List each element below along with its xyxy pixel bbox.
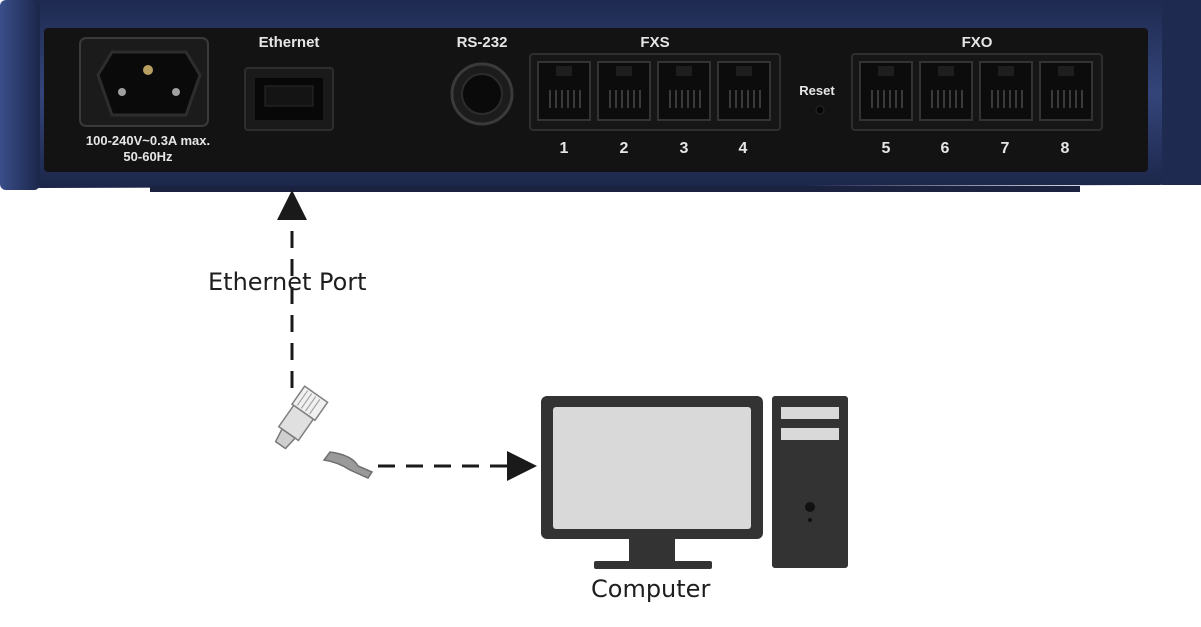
port-number: 4 — [739, 140, 748, 157]
fxs-jack — [537, 61, 591, 121]
fxs-jack — [717, 61, 771, 121]
fxo-jack-latch — [1058, 66, 1074, 76]
fxs-jack — [657, 61, 711, 121]
gateway-device: 100-240V~0.3A max. 50-60Hz Ethernet RS-2… — [0, 0, 1201, 192]
ethernet-label: Ethernet — [259, 34, 320, 51]
fxo-jack-latch — [878, 66, 894, 76]
pc-tower — [772, 396, 848, 568]
fxo-jack-latch — [938, 66, 954, 76]
power-inlet: 100-240V~0.3A max. 50-60Hz — [79, 37, 210, 164]
port-number: 5 — [882, 140, 891, 157]
rs232-inner — [461, 73, 503, 115]
fxo-jack — [979, 61, 1033, 121]
reset-button: Reset — [799, 83, 835, 115]
port-number: 8 — [1061, 140, 1070, 157]
power-pin-left — [118, 88, 126, 96]
fxs-jack-latch — [616, 66, 632, 76]
rs232-port: RS-232 — [450, 34, 514, 126]
fxo-jack — [919, 61, 973, 121]
power-rating-line2: 50-60Hz — [123, 149, 173, 164]
rj45-cable-boot — [274, 427, 297, 450]
device-bottom-edge — [150, 186, 1080, 192]
fxs-port-numbers: 1 2 3 4 — [560, 140, 748, 157]
fxo-jack — [859, 61, 913, 121]
power-socket-icon — [96, 50, 202, 117]
computer-icon — [541, 396, 848, 569]
rj45-cable-icon — [274, 385, 329, 450]
fxo-jack-frame — [919, 61, 973, 121]
ethernet-jack: Ethernet — [244, 34, 334, 131]
pc-drive-bay-1 — [781, 407, 839, 419]
reset-label: Reset — [799, 83, 835, 98]
fxs-jack-latch — [676, 66, 692, 76]
port-number: 7 — [1001, 140, 1010, 157]
fxs-jack — [597, 61, 651, 121]
fxs-jack-latch — [736, 66, 752, 76]
fxo-jack-latch — [998, 66, 1014, 76]
ethernet-port-contacts — [264, 85, 314, 107]
computer-label: Computer — [591, 575, 711, 603]
device-left-edge — [0, 0, 40, 190]
fxo-port-group: FXO — [851, 34, 1103, 131]
fxo-port-numbers: 5 6 7 8 — [882, 140, 1070, 157]
pc-power-led — [808, 518, 812, 522]
reset-pinhole — [815, 105, 825, 115]
fxs-port-group: FXS — [529, 34, 781, 131]
power-rating-line1: 100-240V~0.3A max. — [86, 133, 210, 148]
fxs-label: FXS — [640, 34, 669, 51]
monitor-stand-base — [594, 561, 712, 569]
fxo-jack-frame — [1039, 61, 1093, 121]
monitor-stand-neck — [629, 539, 675, 561]
pc-drive-bay-2 — [781, 428, 839, 440]
fxo-label: FXO — [962, 34, 993, 51]
port-number: 1 — [560, 140, 569, 157]
fxs-jack-frame — [537, 61, 591, 121]
monitor-screen — [553, 407, 751, 529]
fxo-jack — [1039, 61, 1093, 121]
pc-power-button — [805, 502, 815, 512]
port-number: 3 — [680, 140, 689, 157]
fxs-jack-frame — [717, 61, 771, 121]
port-number: 2 — [620, 140, 629, 157]
network-cable — [322, 451, 374, 479]
device-right-edge — [1162, 0, 1201, 185]
port-number: 6 — [941, 140, 950, 157]
rs232-label: RS-232 — [457, 34, 508, 51]
fxs-jack-latch — [556, 66, 572, 76]
power-pin-right — [172, 88, 180, 96]
ethernet-port-label: Ethernet Port — [208, 268, 367, 296]
power-pin-top — [143, 65, 153, 75]
